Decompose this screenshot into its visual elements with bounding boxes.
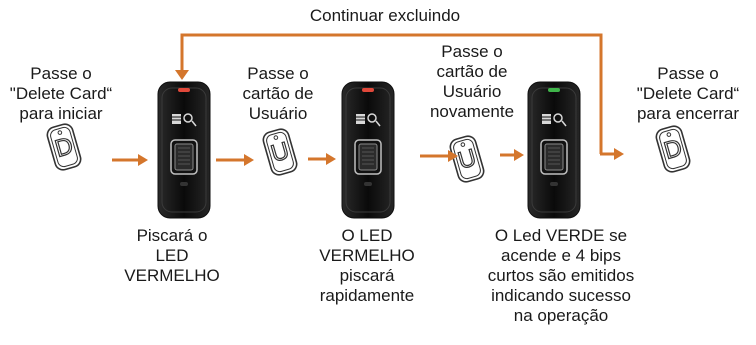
step-label-3: Passe o cartão de Usuário novamente [429, 42, 515, 121]
card-outline [46, 123, 82, 171]
keypad-icon [356, 114, 365, 124]
fingerprint-symbol-icon [367, 113, 377, 123]
device-slot [550, 182, 558, 186]
fingerprint-symbol-icon [553, 113, 563, 123]
reader-device-1 [157, 81, 211, 219]
keypad-icon [542, 114, 551, 124]
card-inner [50, 126, 78, 168]
card-hole [460, 142, 466, 147]
card-hole [57, 130, 63, 135]
user-card-1: U [262, 128, 298, 176]
device-caption-1: Piscará o LED VERMELHO [124, 226, 220, 285]
status-led [548, 88, 560, 92]
keypad-icon [172, 114, 181, 124]
reader-device-2 [341, 81, 395, 219]
user-card-2: U [449, 135, 485, 183]
step-label-2: Passe o cartão de Usuário [242, 64, 314, 123]
loop-arrow [175, 33, 603, 154]
loop-arrow-head [175, 70, 189, 80]
card-outline [655, 125, 691, 173]
card-inner [659, 128, 687, 170]
flow-arrow-head [244, 154, 254, 166]
device-slot [180, 182, 188, 186]
device-slot [364, 182, 372, 186]
flow-arrow-head [448, 150, 458, 162]
flow-arrows [112, 148, 624, 166]
reader-device-3 [527, 81, 581, 219]
card-outline [262, 128, 298, 176]
status-led [178, 88, 190, 92]
card-inner [266, 131, 294, 173]
flow-arrow-head [138, 154, 148, 166]
status-led [362, 88, 374, 92]
flow-arrow-head [326, 153, 336, 165]
delete-card-start: D [46, 123, 82, 171]
flow-arrow-head [614, 148, 624, 160]
card-inner [453, 138, 481, 180]
card-hole [273, 135, 279, 140]
device-caption-3: O Led VERDE se acende e 4 bips curtos sã… [487, 226, 635, 325]
loop-arrow-line [180, 33, 603, 154]
card-outline [449, 135, 485, 183]
step-label-1: Passe o "Delete Card“ para iniciar [9, 64, 113, 123]
flow-arrow-head [514, 149, 524, 161]
device-caption-2: O LED VERMELHO piscará rapidamente [319, 226, 415, 305]
step-label-4: Passe o "Delete Card“ para encerrar [636, 64, 740, 123]
loop-label: Continuar excluindo [309, 6, 461, 25]
fingerprint-symbol-icon [183, 113, 193, 123]
card-hole [666, 132, 672, 137]
delete-card-end: D [655, 125, 691, 173]
